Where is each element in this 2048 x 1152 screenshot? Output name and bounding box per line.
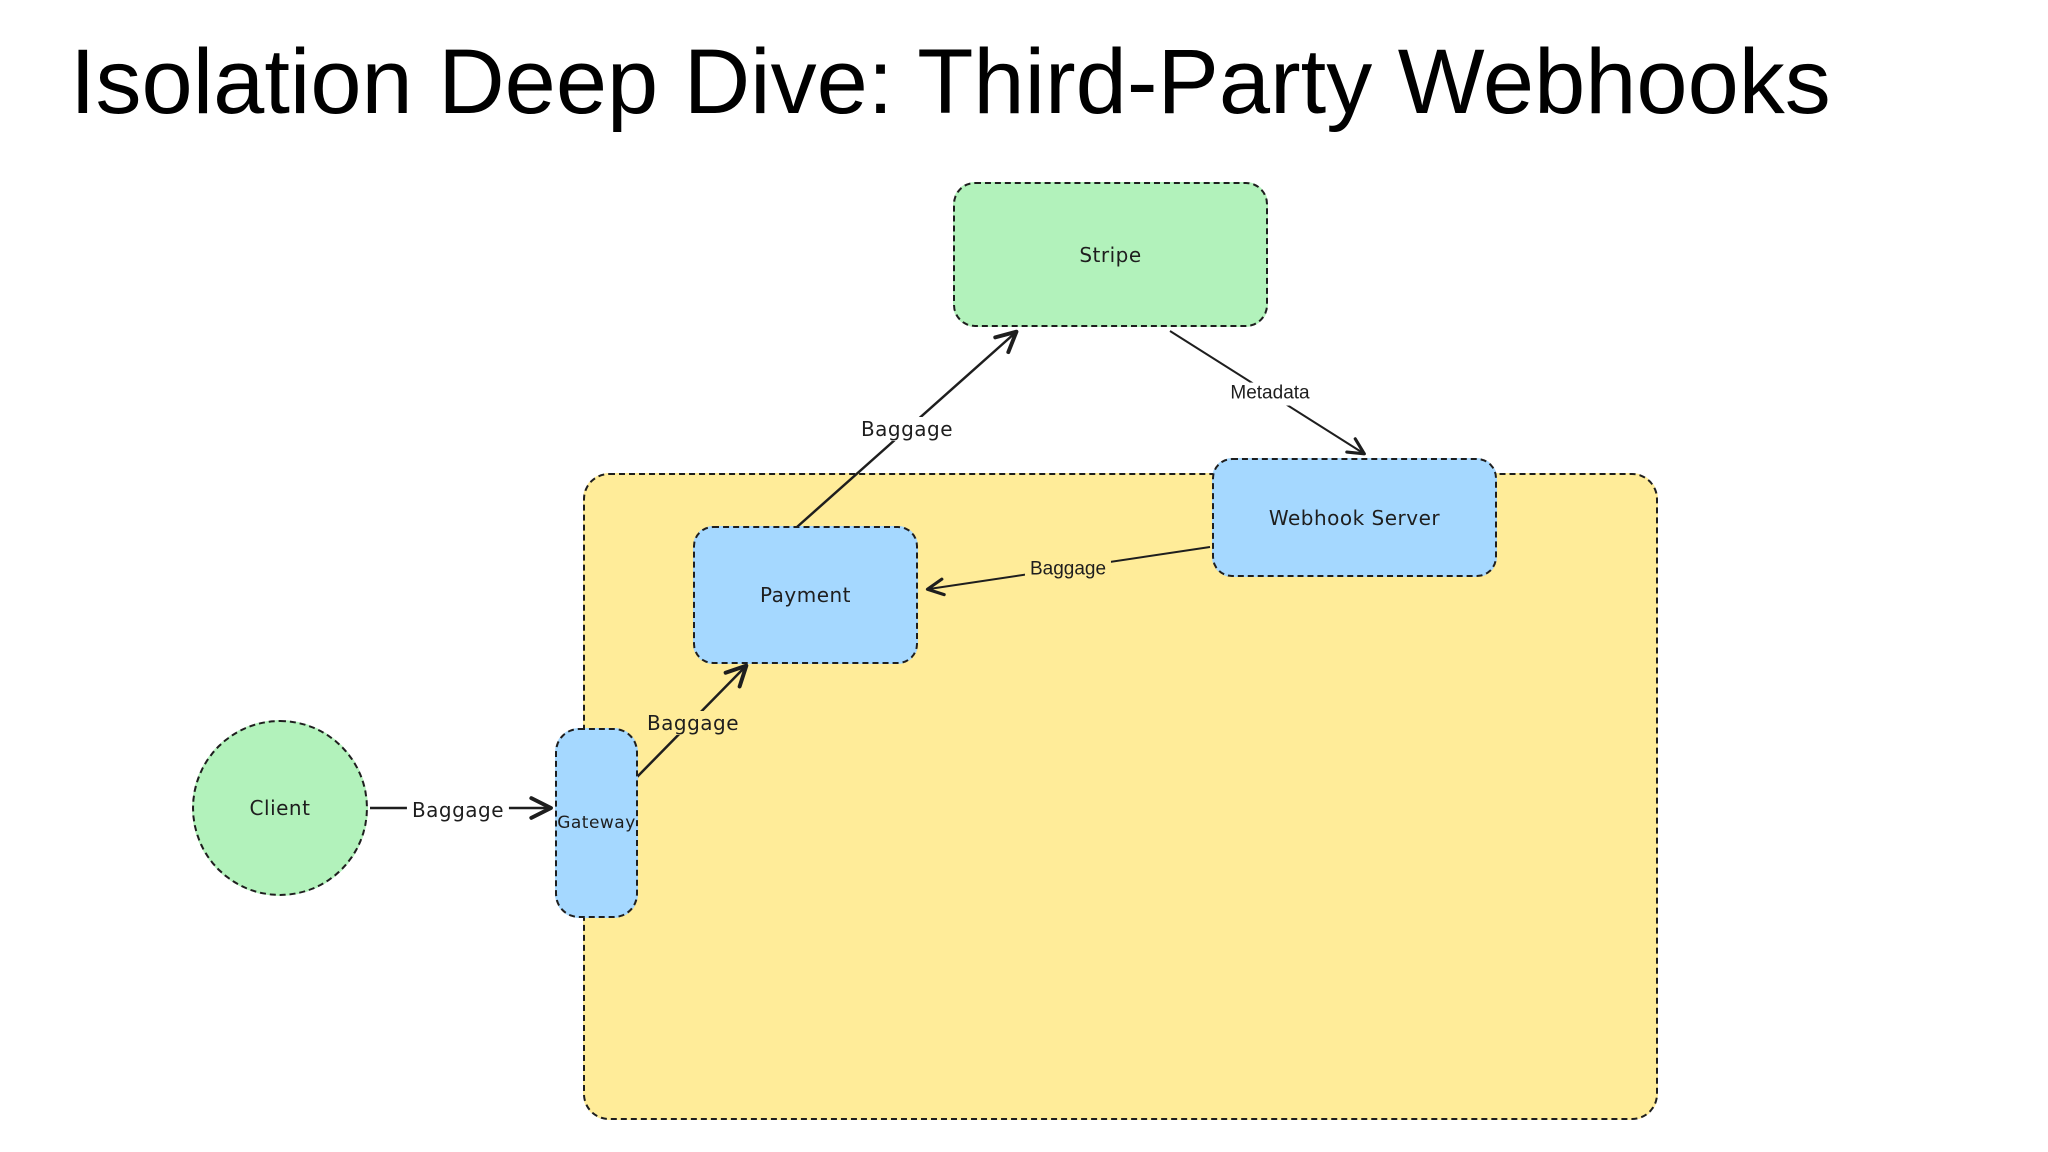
node-webhook-server-label: Webhook Server (1268, 505, 1441, 530)
node-client[interactable]: Client (192, 720, 368, 896)
edge-label-gateway-payment: Baggage (641, 711, 745, 735)
node-gateway-label: Gateway (557, 813, 636, 833)
node-gateway[interactable]: Gateway (555, 728, 638, 918)
edge-label-webhook-server-payment: Baggage (1024, 558, 1112, 582)
edge-label-stripe-webhook-server: Metadata (1225, 382, 1315, 406)
node-stripe[interactable]: Stripe (953, 182, 1268, 327)
node-payment[interactable]: Payment (693, 526, 918, 664)
node-webhook-server[interactable]: Webhook Server (1212, 458, 1497, 577)
node-payment-label: Payment (759, 583, 852, 607)
slide-title: Isolation Deep Dive: Third-Party Webhook… (70, 31, 1831, 133)
edge-label-client-gateway: Baggage (406, 798, 510, 822)
node-client-label: Client (249, 796, 311, 820)
edge-label-payment-stripe: Baggage (855, 417, 959, 441)
node-stripe-label: Stripe (1079, 242, 1142, 267)
